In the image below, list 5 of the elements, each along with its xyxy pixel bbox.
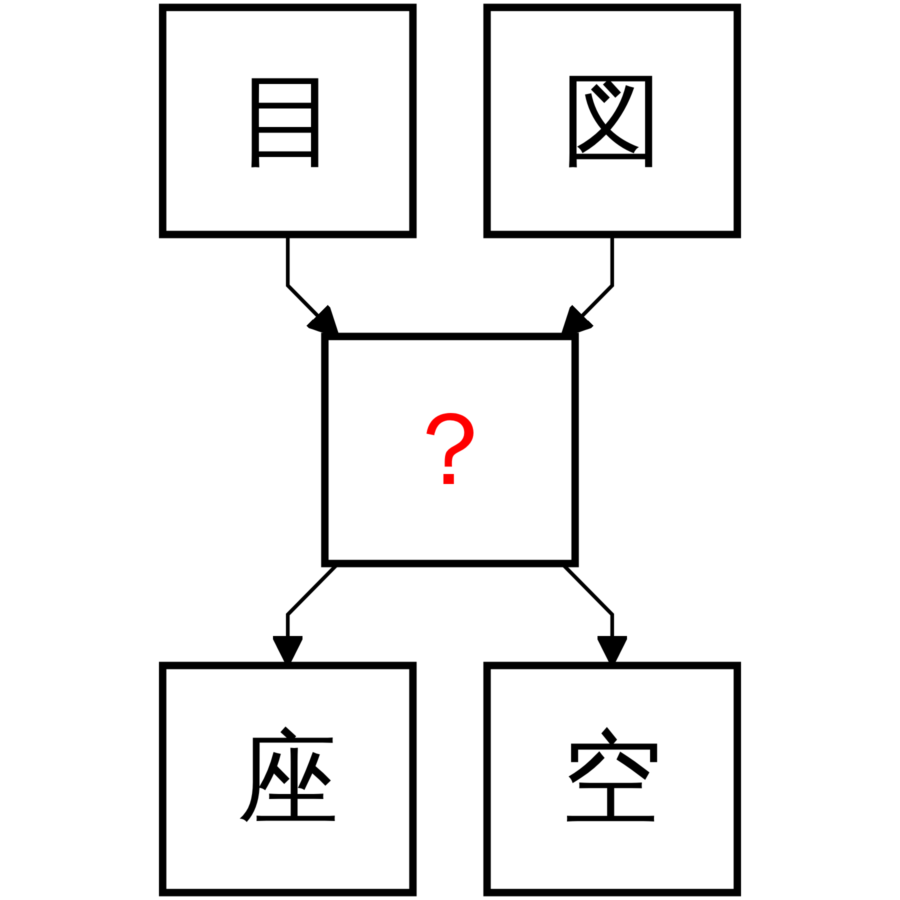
node-box: 目 bbox=[158, 4, 417, 238]
node-box: 座 bbox=[158, 662, 417, 896]
node-box: 図 bbox=[483, 4, 742, 238]
node-box: ？ bbox=[321, 332, 579, 568]
node-box: 空 bbox=[483, 662, 742, 896]
